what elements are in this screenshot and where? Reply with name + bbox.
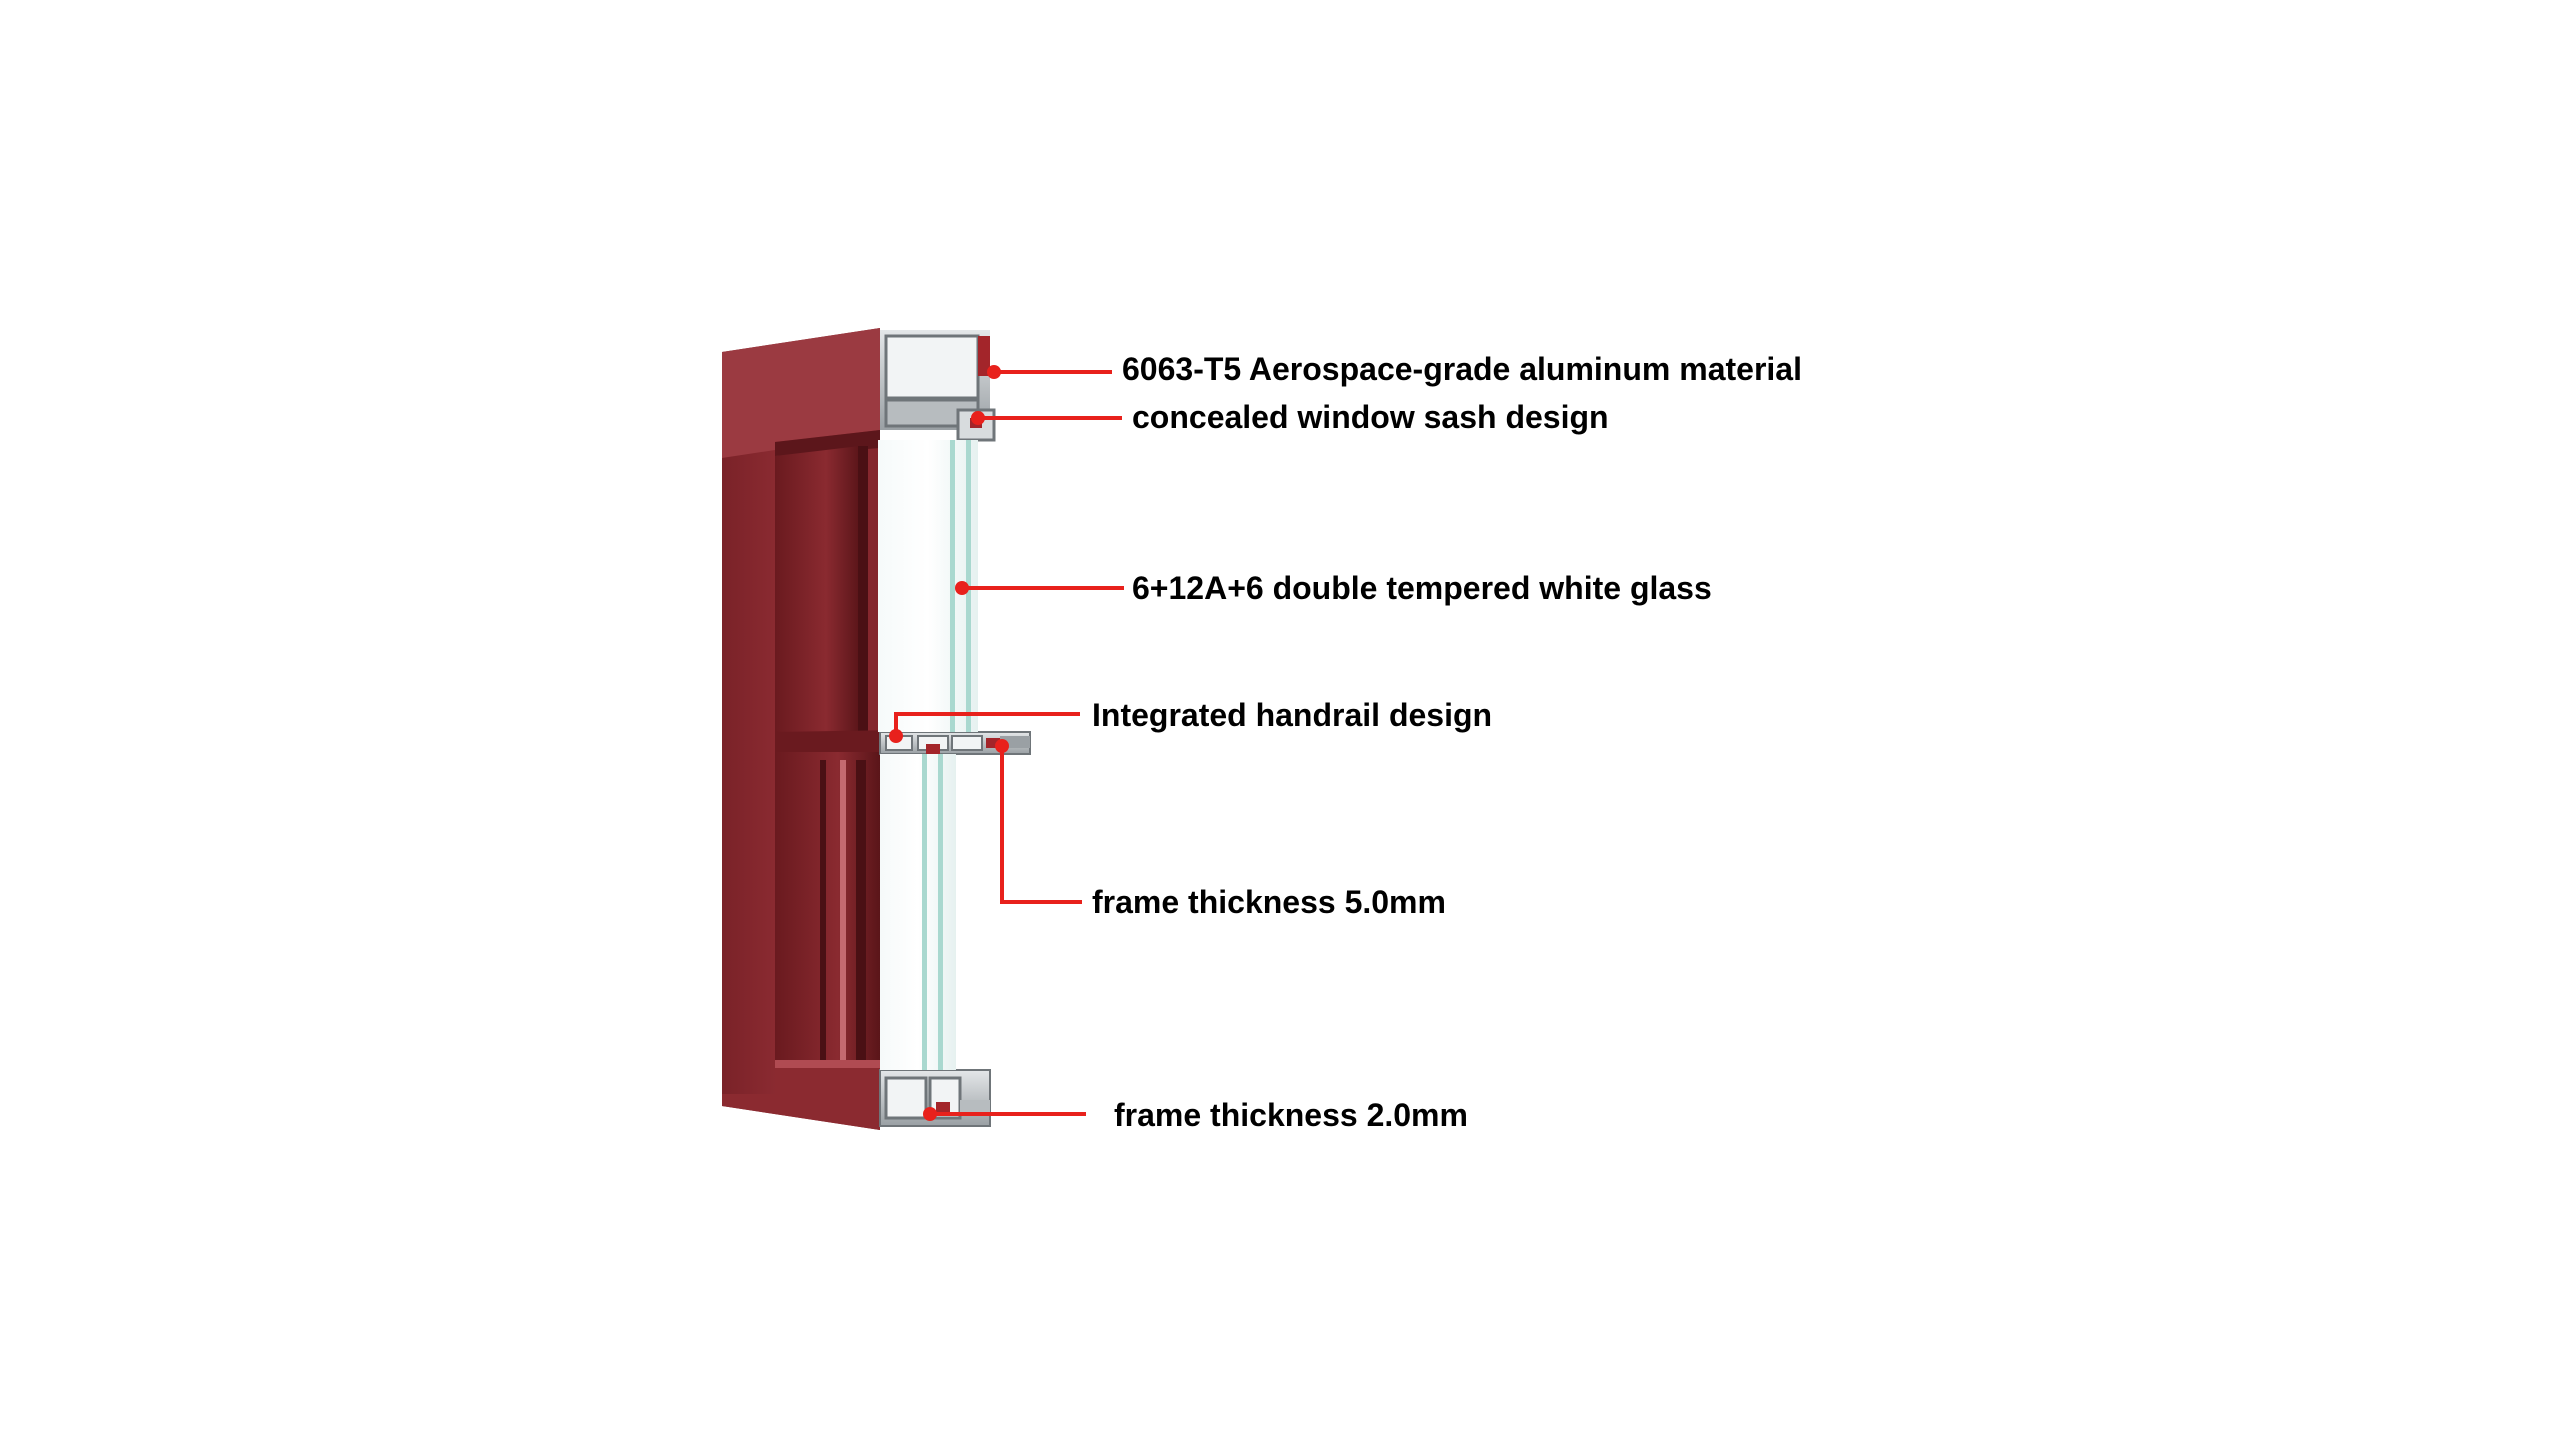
bottom-profile-lip — [960, 1100, 990, 1114]
label-sash-design: concealed window sash design — [1132, 399, 1609, 435]
callout-dot-thickness-5 — [995, 739, 1009, 753]
callout-line-handrail — [894, 712, 1080, 736]
callouts — [894, 370, 1124, 1116]
frame-transom — [775, 730, 900, 752]
top-profile-chamber — [884, 334, 980, 400]
lower-recess-line-3 — [856, 760, 866, 1060]
callout-dot-glass — [955, 581, 969, 595]
upper-recess-shadow — [858, 446, 868, 736]
callout-dots — [889, 365, 1009, 1121]
aluminum-profiles — [879, 330, 1031, 1127]
bottom-profile-gasket — [936, 1102, 950, 1114]
lower-glass-edge-1 — [922, 754, 927, 1070]
callout-dot-sash — [971, 411, 985, 425]
callout-line-thickness-5 — [1000, 746, 1082, 904]
frame-bottom-bar — [722, 1060, 880, 1130]
label-handrail: Integrated handrail design — [1092, 697, 1492, 733]
label-frame-thickness-lower: frame thickness 2.0mm — [1114, 1097, 1468, 1133]
frame-upper-recess — [775, 446, 860, 736]
callout-dot-aluminum — [987, 365, 1001, 379]
label-aluminum-material: 6063-T5 Aerospace-grade aluminum materia… — [1122, 351, 1802, 387]
bottom-profile-chamber-1 — [884, 1076, 928, 1120]
label-frame-thickness-upper: frame thickness 5.0mm — [1092, 884, 1446, 920]
label-glass: 6+12A+6 double tempered white glass — [1132, 570, 1712, 606]
frame-bottom-top — [775, 1060, 880, 1068]
lower-glass — [880, 754, 956, 1070]
lower-recess-line-2 — [840, 760, 846, 1060]
frame-top-bar — [722, 328, 880, 458]
handrail-gasket-1 — [926, 744, 940, 754]
frame-lower-recess — [775, 752, 880, 1060]
top-profile-gasket — [978, 336, 990, 376]
callout-dot-handrail — [889, 729, 903, 743]
callout-dot-thickness-2 — [923, 1107, 937, 1121]
lower-glass-edge-2 — [938, 754, 943, 1070]
aluminum-frame — [722, 328, 900, 1130]
upper-glass-edge-1 — [950, 440, 955, 732]
handrail-gasket-2 — [986, 738, 1000, 748]
lower-recess-line-1 — [820, 760, 826, 1060]
callout-labels: 6063-T5 Aerospace-grade aluminum materia… — [1092, 351, 1802, 1133]
handrail-chamber-3 — [951, 735, 983, 751]
